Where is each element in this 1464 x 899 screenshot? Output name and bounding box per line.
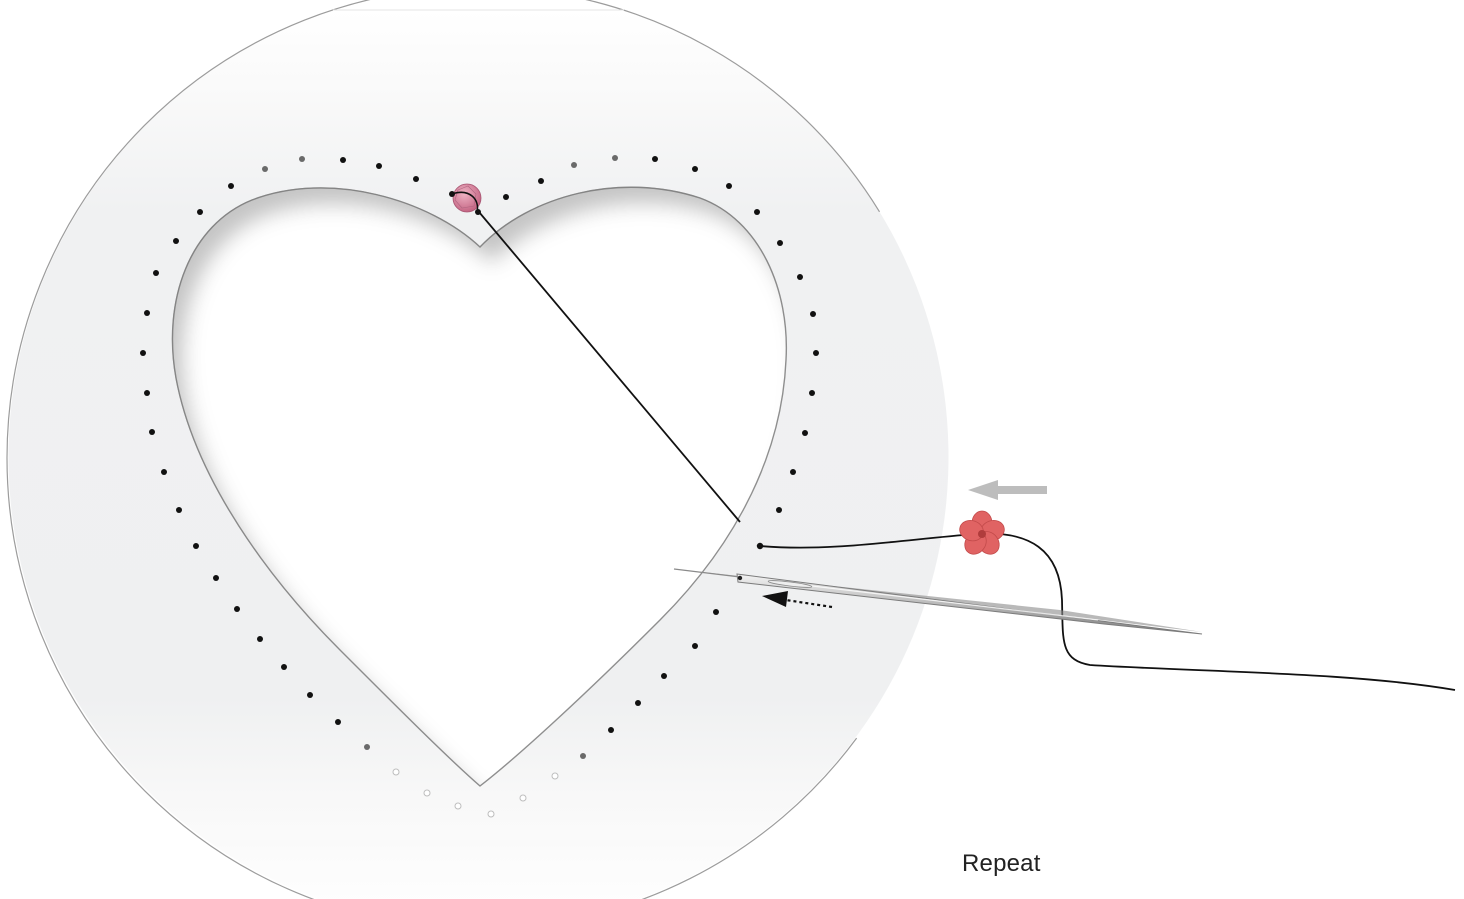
stitch-hole-dot [580,753,586,759]
dotted-arrow-icon [762,591,833,609]
stitch-hole-dot [713,609,719,615]
stitch-hole-dot [612,155,618,161]
stitch-hole-dot [340,157,346,163]
stitch-hole-dot [551,772,559,780]
stitch-hole-dot [692,643,698,649]
stitch-hole-dot [228,183,234,189]
stitch-hole-dot [519,794,527,802]
stitch-hole-dot [809,390,815,396]
stitch-hole-dot [538,178,544,184]
thread [478,211,1456,691]
stitch-hole-dot [503,194,509,200]
stitch-holes [140,155,819,818]
stitch-hole-dot [281,664,287,670]
stitch-hole-dot [144,390,150,396]
stitch-hole-dot [262,166,268,172]
stitch-hole-dot [797,274,803,280]
stitch-hole-dot [776,507,782,513]
arrow-left-icon [968,480,1047,500]
stitch-hole-dot [307,692,313,698]
stitch-hole-dot [423,789,431,797]
stitch-hole-dot [176,507,182,513]
stitch-hole-dot [802,430,808,436]
stitch-hole-dot [454,802,462,810]
stitch-hole-dot [692,166,698,172]
stitch-hole-dot [140,350,146,356]
stitch-hole-dot [364,744,370,750]
stitch-hole-dot [335,719,341,725]
stitch-hole-dot [413,176,419,182]
heart-cutout [171,186,788,787]
stitch-hole-dot [213,575,219,581]
stitch-hole-dot [149,429,155,435]
stitch-hole-dot [299,156,305,162]
stitch-hole-dot [661,673,667,679]
stitch-hole-dot [810,311,816,317]
stitch-hole-dot [144,310,150,316]
stitch-hole-dot [754,209,760,215]
stitch-hole-dot [813,350,819,356]
stitch-hole-dot [173,238,179,244]
stitch-hole-dot [153,270,159,276]
needle-icon [673,568,1203,635]
stitch-hole-dot [652,156,658,162]
stitch-hole-dot [608,727,614,733]
stitch-hole-dot [777,240,783,246]
flower-bead-icon [959,510,1005,555]
caption-repeat: Repeat [962,850,1041,877]
stitch-hole-dot [257,636,263,642]
stitch-hole-dot [161,469,167,475]
stitch-hole-dot [790,469,796,475]
stitch-hole-dot [487,810,495,818]
stitch-hole-dot [726,183,732,189]
stitch-hole-dot [635,700,641,706]
stitch-hole-dot [571,162,577,168]
stitch-hole-dot [234,606,240,612]
stitch-hole-dot [197,209,203,215]
stitch-hole-dot [193,543,199,549]
stitch-hole-dot [392,768,400,776]
stitch-hole-dot [376,163,382,169]
bead-icon [449,183,482,215]
